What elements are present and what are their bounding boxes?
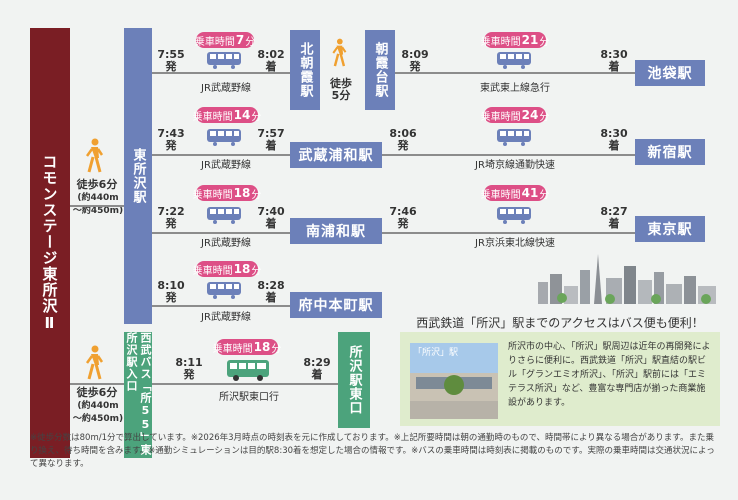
connector [70, 205, 124, 207]
route-4-line: JR武蔵野線 [201, 312, 251, 323]
info-title: 西武鉄道「所沢」駅までのアクセスはバス便も便利！ [416, 316, 704, 330]
station-photo: 「所沢」駅 [410, 343, 498, 419]
connector [70, 383, 124, 385]
city-skyline-illustration [538, 254, 716, 304]
walking-person-icon [85, 345, 104, 380]
leg-1-line: 東武東上線急行 [480, 83, 550, 94]
route-line-1 [152, 72, 290, 74]
train-icon [497, 129, 531, 146]
route-3-line: JR武蔵野線 [201, 238, 251, 249]
route-line-1b [395, 72, 635, 74]
asakadai-station: 朝霞台駅 [365, 30, 395, 110]
walk-distance-1: (約440m 〜約450m) [72, 193, 124, 216]
musashi-urawa-station: 武蔵浦和駅 [290, 142, 382, 168]
train-icon [207, 129, 241, 146]
walk-time-2: 徒歩6分 [76, 386, 118, 399]
train-icon [207, 282, 241, 299]
bus-route-line [152, 383, 338, 385]
tokorozawa-east-exit: 所沢駅東口 [338, 332, 370, 428]
ikebukuro-station: 池袋駅 [635, 60, 705, 86]
shinjuku-station: 新宿駅 [635, 139, 705, 165]
route-line-3b [382, 232, 635, 234]
route-line-2b [382, 154, 635, 156]
info-text: 所沢市の中心、「所沢」駅周辺は近年の再開発によりさらに便利に。西武鉄道「所沢」駅… [508, 342, 711, 408]
bus-line: 所沢駅東口行 [219, 392, 279, 403]
route-line-2 [152, 154, 290, 156]
tokyo-station: 東京駅 [635, 216, 705, 242]
leg-2-line: JR埼京線通勤快速 [475, 160, 555, 171]
photo-caption: 「所沢」駅 [413, 348, 459, 358]
train-icon [497, 52, 531, 69]
route-1-line: JR武蔵野線 [201, 83, 251, 94]
start-location: コモンステージ東所沢Ⅱ [30, 28, 70, 458]
route-line-4 [152, 305, 290, 307]
kita-asaka-station: 北朝霞駅 [290, 30, 320, 110]
walk-distance-2: (約440m 〜約450m) [72, 401, 124, 424]
train-icon [207, 207, 241, 224]
leg-3-line: JR京浜東北線快速 [475, 238, 555, 249]
minami-urawa-station: 南浦和駅 [290, 218, 382, 244]
bus-icon [227, 360, 269, 381]
fuchu-hommachi-station: 府中本町駅 [290, 292, 382, 318]
route-line-3 [152, 232, 290, 234]
train-icon [207, 52, 241, 69]
route-2-line: JR武蔵野線 [201, 160, 251, 171]
station-building-image [410, 343, 498, 419]
walking-person-icon [85, 138, 104, 173]
footnote: ※徒歩分数は80m/1分で算出しています。※2026年3月時点の時刻表を元に作成… [30, 433, 715, 469]
train-icon [497, 207, 531, 224]
bus-stop: 西武バス「所55」東所沢駅入口 [124, 332, 152, 458]
walking-person-icon [332, 38, 347, 67]
transfer-walk: 徒歩 5分 [330, 77, 352, 102]
higashi-tokorozawa-station: 東所沢駅 [124, 28, 152, 324]
walk-time-1: 徒歩6分 [76, 178, 118, 191]
